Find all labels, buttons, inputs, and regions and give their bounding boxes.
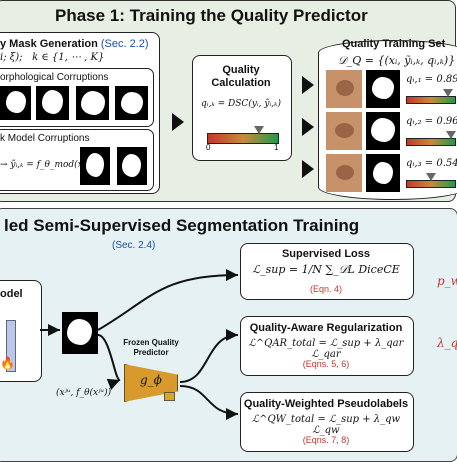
model-mask-2 [117, 147, 147, 185]
training-mask-2 [366, 112, 400, 150]
lock-icon [164, 392, 175, 401]
mask-generation-title: y Mask Generation (Sec. 2.2) [0, 38, 149, 50]
arrow-to-row-2 [302, 118, 314, 136]
morphological-title: orphological Corruptions [0, 72, 109, 83]
quality-scale-bar [207, 133, 279, 144]
qar-formula: ℒ^QAR_total = ℒ_sup + λ_qar ℒ_qar [248, 338, 404, 360]
model-corruption-formula: → ỹᵢ,ₖ = f_θ_mod(xᵢ) [0, 160, 89, 170]
qw-formula: ℒ^QW_total = ℒ_sup + λ_qw ℒ_qw [251, 414, 401, 436]
right-p-label: p_we [437, 274, 457, 288]
g-phi-label: g_ϕ [140, 373, 162, 387]
model-mask-1 [80, 147, 110, 185]
qw-box [240, 392, 414, 452]
morph-mask-1 [0, 86, 31, 120]
phase2-section-ref: (Sec. 2.4) [112, 240, 156, 251]
arrow-to-quality-calc [172, 113, 184, 131]
morph-mask-3 [76, 86, 109, 120]
supervised-loss-ref: (Eqn. 4) [309, 284, 342, 294]
quality-scale-marker [254, 126, 264, 134]
morph-mask-4 [115, 86, 148, 120]
training-image-2 [326, 112, 362, 150]
morph-mask-2 [36, 86, 69, 120]
supervised-loss-title: Supervised Loss [281, 248, 371, 260]
model-bar-graphic [6, 320, 16, 372]
quality-label-2: qᵢ,₂ = 0.96 [406, 116, 457, 127]
training-mask-1 [366, 70, 400, 108]
qw-title: Quality-Weighted Pseudolabels [243, 398, 409, 410]
training-image-1 [326, 70, 362, 108]
scale-max-label: 1 [274, 143, 279, 152]
supervised-loss-box [240, 243, 414, 300]
pseudolabel-mask [62, 312, 98, 354]
fire-icon: 🔥 [0, 356, 15, 370]
quality-marker-3 [426, 173, 436, 181]
qw-ref: (Eqns. 7, 8) [302, 435, 350, 445]
qar-title: Quality-Aware Regularization [249, 322, 403, 334]
mask-generation-formula: i; ξ); k ∈ {1, ⋯ , K} [0, 52, 105, 63]
quality-formula: qᵢ,ₖ = DSC(yᵢ, ỹᵢ,ₖ) [201, 99, 281, 109]
arrow-to-row-3 [302, 160, 314, 178]
quality-marker-1 [443, 89, 453, 97]
quality-bar-2 [406, 138, 456, 146]
predictor-input-formula: (xʲᵘ, f_θ(xʲᵘ)) [56, 388, 112, 398]
supervised-loss-formula: ℒ_sup = 1/N ∑_𝒟L DiceCE [252, 263, 400, 276]
training-set-title: Quality Training Set [342, 38, 446, 50]
arrow-to-row-1 [302, 76, 314, 94]
qar-box [240, 316, 414, 376]
phase2-title: led Semi-Supervised Segmentation Trainin… [4, 216, 360, 235]
quality-label-1: qᵢ,₁ = 0.89 [406, 74, 457, 85]
training-mask-3 [366, 154, 400, 192]
model-label: odel [0, 288, 23, 300]
right-lambda-label: λ_qa [437, 336, 457, 350]
quality-marker-2 [446, 131, 456, 139]
scale-min-label: 0 [206, 143, 211, 152]
training-image-3 [326, 154, 362, 192]
model-corruptions-title: k Model Corruptions [0, 133, 90, 144]
qar-ref: (Eqns. 5, 6) [302, 359, 350, 369]
quality-bar-1 [406, 96, 456, 104]
training-set-formula: 𝒟_Q = {(xᵢ, ỹᵢ,ₖ, qᵢ,ₖ)} [338, 54, 456, 67]
phase1-title: Phase 1: Training the Quality Predictor [55, 6, 368, 25]
quality-label-3: qᵢ,₃ = 0.54 [406, 158, 457, 169]
